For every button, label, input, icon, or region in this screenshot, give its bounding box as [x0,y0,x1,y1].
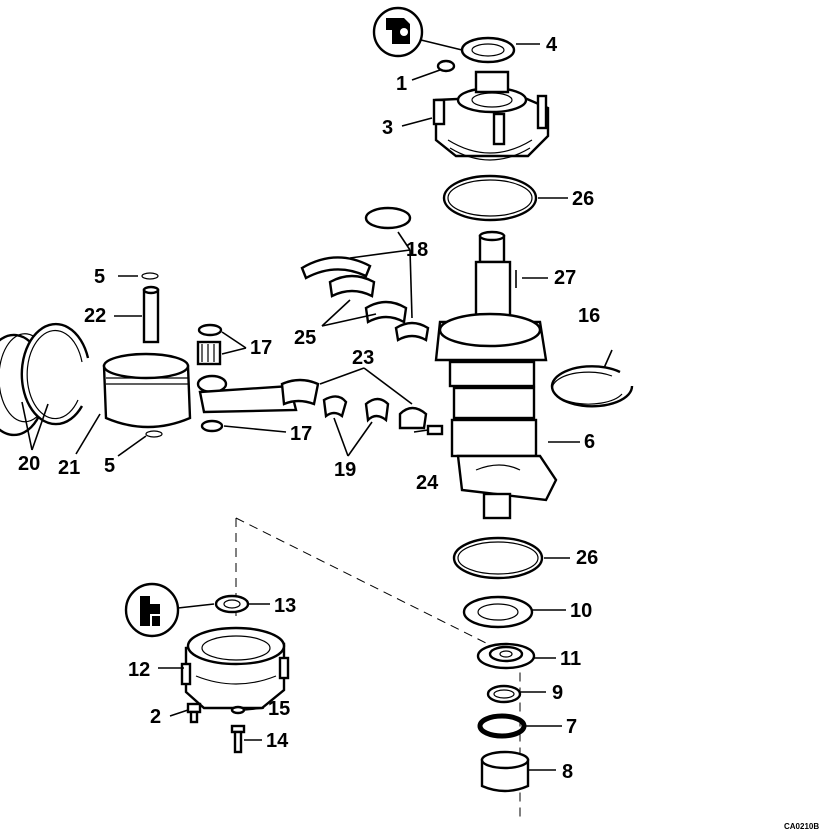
part-26-lower-oring [452,536,544,580]
callout-17-lower: 17 [290,423,312,445]
part-3-upper-housing [432,70,550,161]
part-11-ball-bearing [476,642,536,670]
part-15-washer [230,705,246,715]
callout-26-upper: 26 [572,188,594,210]
part-21-piston [102,352,192,429]
callout-26-lower: 26 [576,547,598,569]
part-10-washer [462,595,534,629]
callout-22: 22 [84,305,106,327]
part-23-rod-cap [398,406,428,430]
callout-4: 4 [546,34,558,56]
part-1-ball [436,59,456,73]
callout-7: 7 [566,716,577,738]
part-8-sleeve [480,750,530,793]
callout-5-upper: 5 [94,266,105,288]
callout-2: 2 [150,706,161,728]
part-6-crankshaft [434,230,558,520]
part-9-retaining-ring [486,684,522,704]
callout-10: 10 [570,600,592,622]
callout-9: 9 [552,682,563,704]
part-14-screw [230,724,246,754]
callout-24: 24 [416,472,439,494]
part-19-rod-bearings [322,395,390,423]
part-17-upper-bearing [196,323,223,366]
callout-labels: 4 1 3 26 18 27 5 22 16 25 17 23 17 6 20 … [18,34,819,831]
callout-8: 8 [562,761,573,783]
callout-6: 6 [584,431,595,453]
part-13-seal [214,594,250,614]
callout-25: 25 [294,327,316,349]
part-20-piston-rings [0,322,90,437]
callout-16: 16 [578,305,600,327]
callout-13: 13 [274,595,296,617]
callout-11: 11 [560,648,581,670]
callout-17-upper: 17 [250,337,272,359]
callout-27: 27 [554,267,576,289]
part-2-screw [186,702,202,724]
sealant-symbol-icon [372,6,463,58]
part-22-wrist-pin [141,272,160,344]
callout-20: 20 [18,453,40,475]
callout-1: 1 [396,73,407,95]
part-12-lower-housing [180,626,290,710]
callout-19: 19 [334,459,356,481]
part-7-seal [477,713,527,739]
callout-14: 14 [266,730,289,752]
figure-code: CA0210B [784,822,819,831]
leader-lines [21,43,613,771]
lubricant-symbol-icon [124,582,215,638]
part-26-upper-oring [442,174,538,222]
part-16-retaining-ring [550,365,634,408]
part-5-lower-clip [145,430,163,438]
callout-15: 15 [268,698,290,720]
connecting-rod [196,374,320,433]
part-25-bearing-cages [328,274,430,342]
part-4-seal [460,36,516,64]
callout-5-lower: 5 [104,455,115,477]
callout-18: 18 [406,239,428,261]
callout-12: 12 [128,659,150,681]
callout-23: 23 [352,347,374,369]
callout-3: 3 [382,117,393,139]
part-24-rod-screw [413,424,444,436]
part-18-bearing-ring [300,206,412,280]
callout-21: 21 [58,457,80,479]
